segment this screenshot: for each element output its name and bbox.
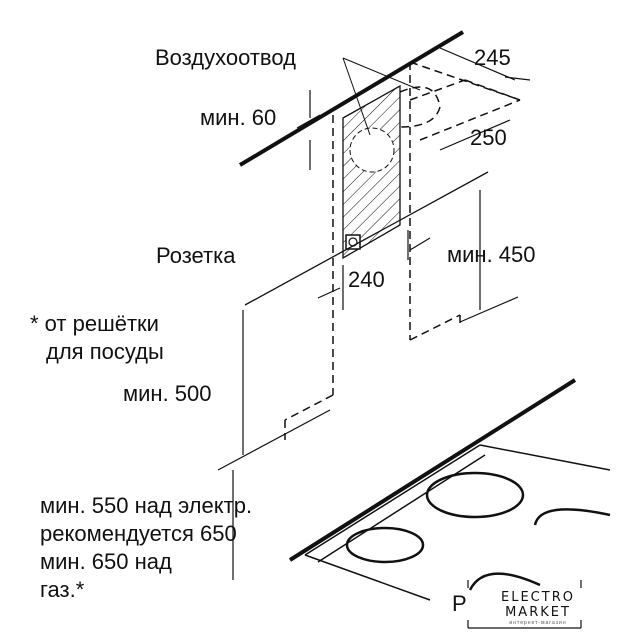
socket-label: Розетка xyxy=(156,243,236,268)
dim-240-label: 240 xyxy=(348,267,385,292)
logo-sub-text: интернет-магазин xyxy=(509,620,567,626)
socket-icon xyxy=(345,234,361,250)
min450-label: мин. 450 xyxy=(447,242,536,267)
page-letter: P xyxy=(452,591,467,616)
logo-frame xyxy=(467,580,582,629)
electro-market-logo: ELECTRO MARKET интернет-магазин xyxy=(468,590,608,626)
ceiling-line xyxy=(238,30,465,167)
bottom-note-2: рекомендуется 650 xyxy=(40,521,237,546)
dim-250-label: 250 xyxy=(470,125,507,150)
bottom-note-3: мин. 650 над xyxy=(40,549,172,574)
min60-label: мин. 60 xyxy=(200,105,277,130)
grate-note-1: * от решётки xyxy=(30,311,159,336)
chimney-outline xyxy=(284,61,521,440)
air-duct-label: Воздухоотвод xyxy=(155,45,296,70)
bottom-note-1: мин. 550 над электр. xyxy=(40,493,253,518)
burner xyxy=(345,526,425,564)
logo-main-text: ELECTRO MARKET xyxy=(501,590,575,620)
cabinet-bottom-line xyxy=(244,171,489,306)
bottom-note-4: газ.* xyxy=(40,577,85,602)
min500-label: мин. 500 xyxy=(123,381,212,406)
cooktop xyxy=(304,444,611,601)
duct-opening xyxy=(349,127,395,173)
burner xyxy=(425,471,525,519)
dim-245-label: 245 xyxy=(474,45,511,70)
cooktop-edge xyxy=(288,378,577,562)
grate-note-2: для посуды xyxy=(46,339,164,364)
